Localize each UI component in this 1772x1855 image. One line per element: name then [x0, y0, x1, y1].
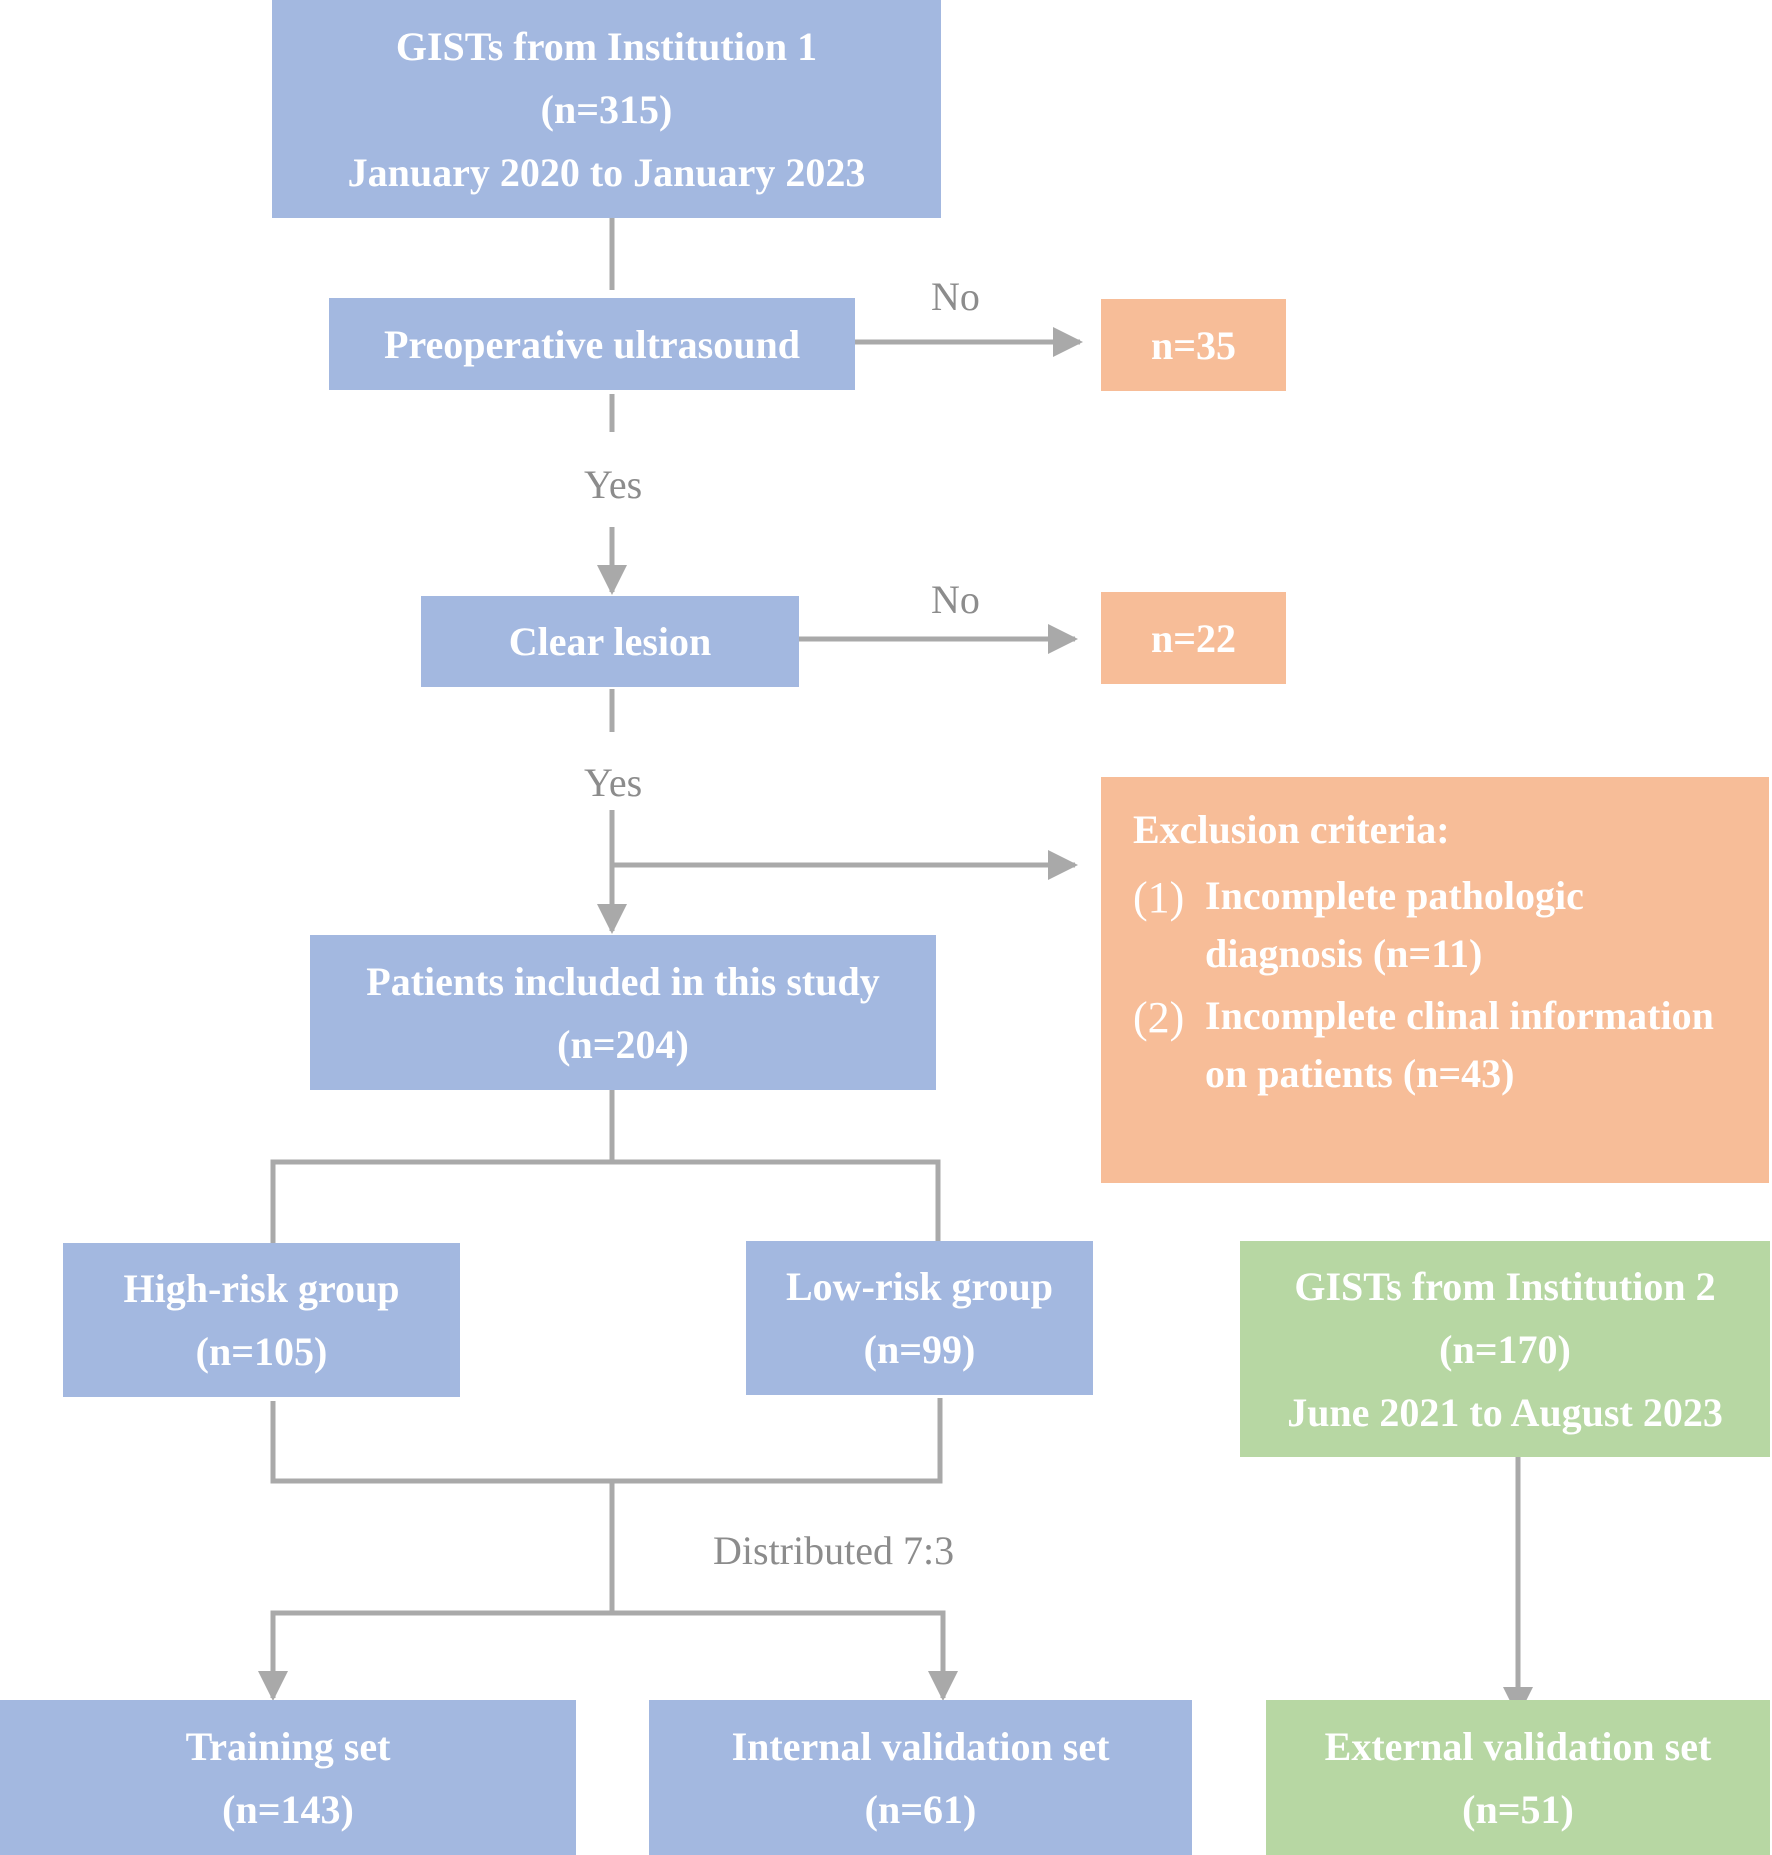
low-risk-label: Low-risk group	[785, 1264, 1054, 1309]
institution1-period: January 2020 to January 2023	[347, 149, 866, 195]
institution1-box: GISTs from Institution 1 (n=315) January…	[272, 0, 941, 218]
preop-excluded-box: n=35	[1101, 299, 1286, 391]
connector-split-groups	[270, 1090, 615, 1243]
exclusion-item: (1) Incomplete pathologic diagnosis (n=1…	[1133, 867, 1769, 983]
clear-excluded-box: n=22	[1101, 592, 1286, 684]
training-set-box: Training set (n=143)	[0, 1700, 576, 1855]
clear-no-label: No	[931, 577, 980, 622]
high-risk-label: High-risk group	[123, 1266, 400, 1311]
institution1-count: (n=315)	[540, 86, 673, 132]
low-risk-box: Low-risk group (n=99)	[746, 1241, 1093, 1395]
clear-lesion-label: Clear lesion	[508, 619, 712, 664]
external-validation-count: (n=51)	[1462, 1786, 1574, 1832]
clear-yes-label: Yes	[584, 760, 643, 805]
exclusion-item: (2) Incomplete clinal information on pat…	[1133, 987, 1769, 1103]
external-validation-box: External validation set (n=51)	[1266, 1700, 1770, 1855]
preop-yes-label: Yes	[584, 462, 643, 507]
preop-ultrasound-label: Preoperative ultrasound	[384, 321, 800, 367]
internal-validation-box: Internal validation set (n=61)	[649, 1700, 1192, 1855]
exclusion-item-text: Incomplete clinal information on patient…	[1205, 993, 1714, 1096]
institution2-count: (n=170)	[1439, 1326, 1571, 1372]
institution2-title: GISTs from Institution 2	[1294, 1263, 1716, 1309]
preop-ultrasound-box: Preoperative ultrasound	[329, 298, 855, 390]
training-set-count: (n=143)	[222, 1786, 354, 1832]
exclusion-item-number: (1)	[1133, 873, 1185, 922]
institution1-title: GISTs from Institution 1	[395, 23, 818, 69]
low-risk-count: (n=99)	[863, 1327, 976, 1372]
included-patients-label: Patients included in this study	[366, 958, 880, 1004]
institution2-box: GISTs from Institution 2 (n=170) June 20…	[1240, 1241, 1770, 1457]
preop-excluded-count: n=35	[1150, 322, 1237, 368]
high-risk-box: High-risk group (n=105)	[63, 1243, 460, 1397]
included-patients-box: Patients included in this study (n=204)	[310, 935, 936, 1090]
external-validation-label: External validation set	[1324, 1723, 1712, 1769]
internal-validation-label: Internal validation set	[731, 1723, 1110, 1769]
connector-merge-groups	[270, 1398, 943, 1484]
exclusion-item-number: (2)	[1133, 993, 1185, 1042]
arrow-to-internal	[612, 1610, 958, 1701]
distributed-label: Distributed 7:3	[713, 1528, 955, 1573]
internal-validation-count: (n=61)	[864, 1786, 977, 1832]
high-risk-count: (n=105)	[195, 1329, 328, 1374]
exclusion-title: Exclusion criteria:	[1133, 807, 1450, 852]
clear-excluded-count: n=22	[1150, 615, 1237, 661]
arrow-to-training	[258, 1610, 612, 1701]
exclusion-criteria-box: Exclusion criteria: (1) Incomplete patho…	[1101, 777, 1769, 1183]
clear-lesion-box: Clear lesion	[421, 596, 799, 687]
exclusion-item-text: Incomplete pathologic diagnosis (n=11)	[1205, 873, 1584, 976]
institution2-period: June 2021 to August 2023	[1287, 1389, 1723, 1435]
included-patients-count: (n=204)	[557, 1021, 689, 1067]
connector-split-low	[612, 1159, 941, 1241]
training-set-label: Training set	[185, 1723, 391, 1769]
preop-no-label: No	[931, 274, 980, 319]
